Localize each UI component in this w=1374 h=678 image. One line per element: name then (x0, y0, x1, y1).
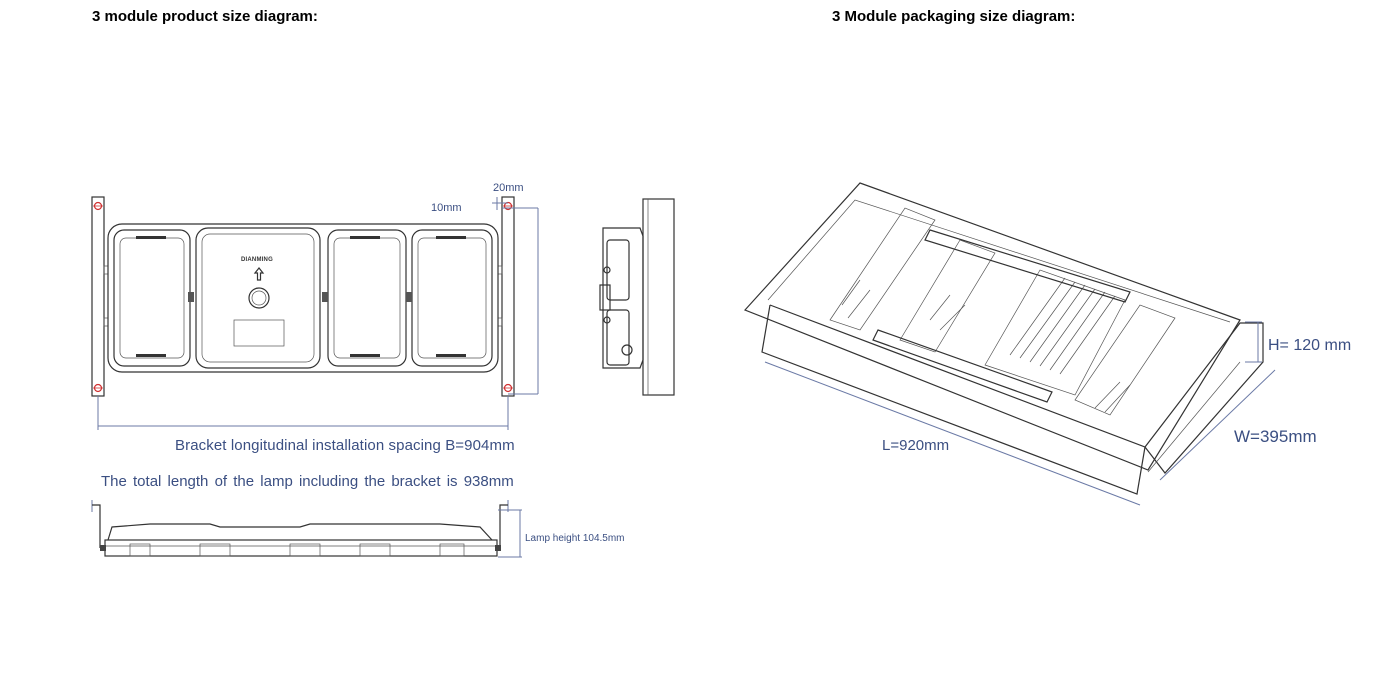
total-length-label: The total length of the lamp including t… (101, 473, 514, 490)
box-width-label: W=395mm (1234, 427, 1317, 446)
total-length-dimension (91, 500, 509, 512)
product-diagram-title: 3 module product size diagram: (92, 8, 318, 25)
box-outline (743, 182, 1241, 471)
connector-icon (248, 287, 270, 309)
module-2 (327, 229, 407, 367)
lamp-height-label: Lamp height 104.5mm (525, 533, 625, 544)
bracket-width-label: 20mm (493, 182, 524, 194)
lamp-housing (107, 223, 499, 373)
bracket-spacing-label: Bracket longitudinal installation spacin… (175, 437, 515, 454)
front-view (91, 196, 539, 430)
lamp-height-dimension (498, 509, 522, 558)
arrow-up-icon (253, 267, 265, 281)
module-1 (113, 229, 191, 367)
module-3 (411, 229, 493, 367)
packaging-box (743, 182, 1276, 506)
bracket-spacing-dimension (97, 396, 509, 430)
bracket-offset-label: 10mm (431, 202, 462, 214)
box-height-label: H= 120 mm (1268, 337, 1352, 354)
bracket-width-dimension (492, 197, 539, 395)
box-length-label: L=920mm (882, 437, 950, 454)
right-bracket (501, 196, 515, 397)
box-dimensions (764, 321, 1276, 506)
bottom-view (91, 500, 522, 558)
mount-holes (93, 201, 513, 393)
packaging-diagram-title: 3 Module packaging size diagram: (832, 8, 1076, 25)
left-bracket (91, 196, 105, 397)
driver-panel (195, 227, 321, 369)
brand-logo: DIANMING (241, 257, 273, 263)
side-view (599, 198, 675, 396)
module-tray (984, 269, 1126, 396)
